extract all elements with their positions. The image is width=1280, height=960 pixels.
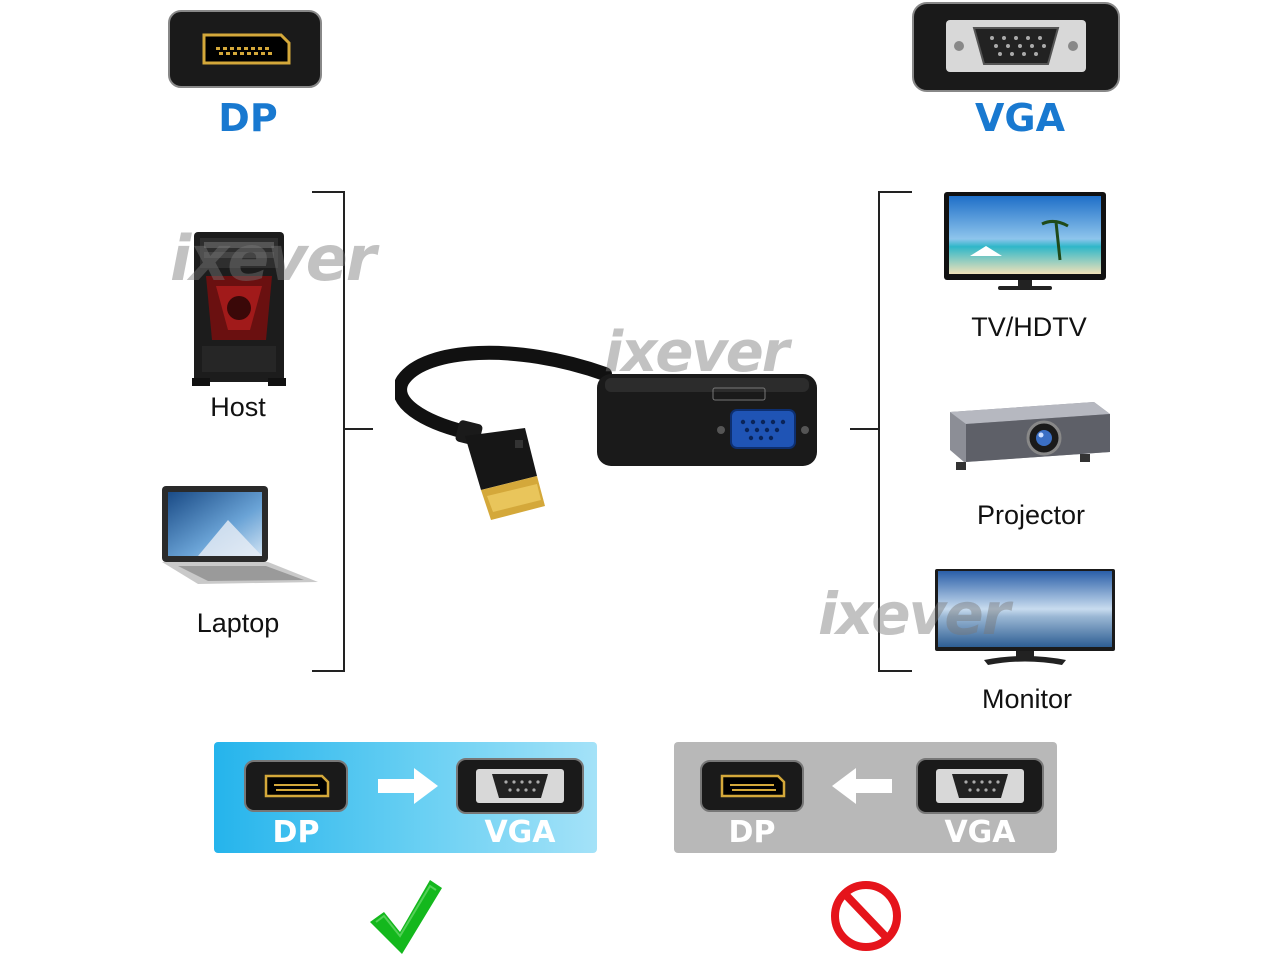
left-bracket-top [312,191,345,193]
monitor-icon [934,568,1116,666]
unsupported-vga-label: VGA [944,815,1016,850]
vga-port-icon [912,2,1120,92]
right-bracket-top [878,191,912,193]
unsupported-dp-label: DP [728,815,776,850]
supported-vga-label: VGA [484,815,556,850]
laptop-label: Laptop [196,608,280,638]
unsupported-dp-port-icon [700,760,804,812]
prohibited-icon [826,878,906,954]
host-label: Host [210,392,266,422]
watermark-left: ixever [170,222,376,295]
right-bracket-bottom [878,670,912,672]
projector-label: Projector [976,500,1086,530]
right-arrow-icon [376,766,440,806]
laptop-icon [158,484,320,590]
dp-title: DP [218,96,278,140]
tv-icon [942,190,1108,294]
monitor-label: Monitor [981,684,1073,714]
left-bracket [343,191,345,672]
left-arrow-icon [830,766,894,806]
right-bracket [878,191,880,672]
supported-dp-label: DP [272,815,320,850]
desktop-tower-icon [186,228,294,390]
dp-to-vga-adapter-image [395,340,825,528]
projector-icon [944,392,1114,474]
checkmark-icon [368,876,444,956]
watermark-right: ixever [818,580,1010,648]
left-bracket-bottom [312,670,345,672]
dp-port-icon [168,10,322,88]
watermark-center: ixever [604,320,789,385]
vga-title: VGA [974,96,1065,140]
right-bracket-stem [850,428,878,430]
tv-label: TV/HDTV [971,312,1087,342]
left-bracket-stem [345,428,373,430]
supported-dp-port-icon [244,760,348,812]
supported-vga-port-icon [456,758,584,814]
unsupported-vga-port-icon [916,758,1044,814]
